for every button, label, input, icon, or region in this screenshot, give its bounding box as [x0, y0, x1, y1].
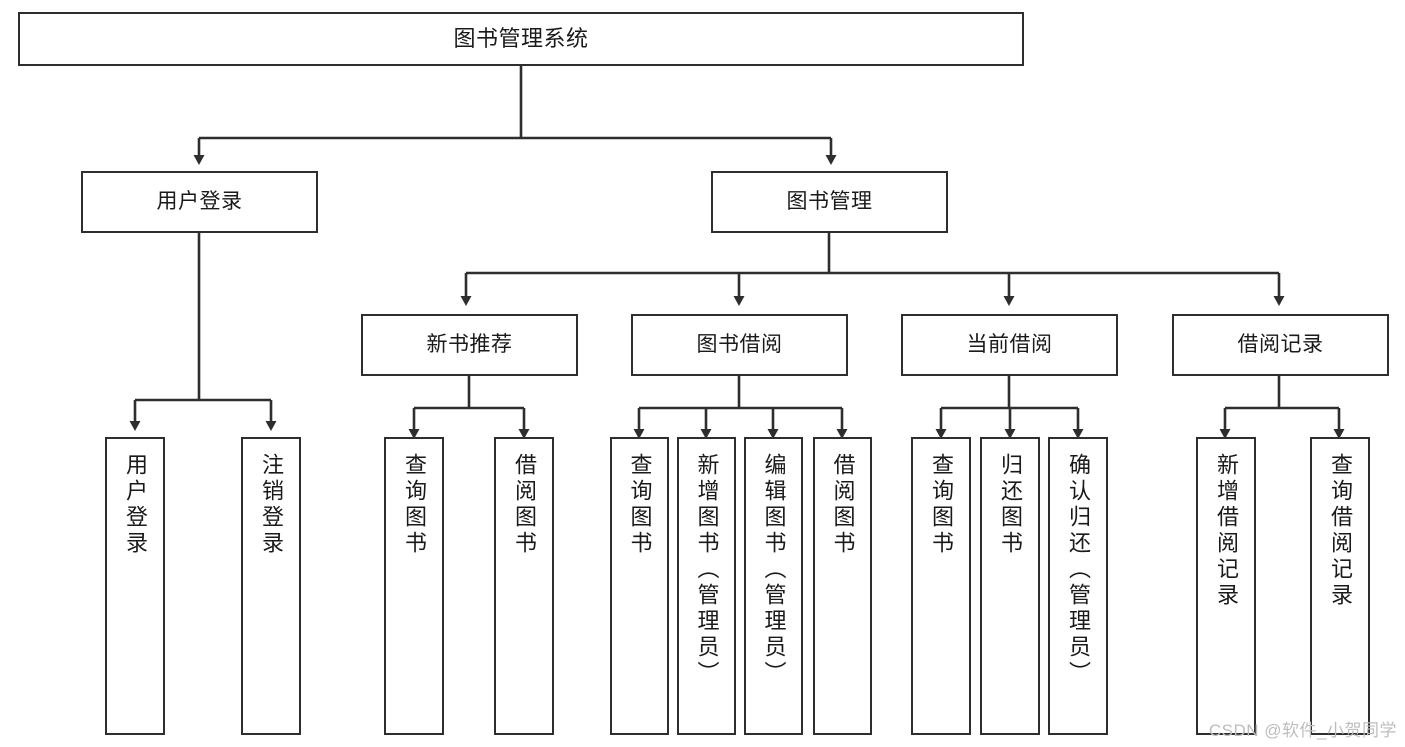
node-book-management[interactable]: 图书管理 [711, 171, 948, 233]
leaf-edit-book-admin[interactable]: 编辑图书（管理员） [744, 437, 803, 735]
node-current-borrow[interactable]: 当前借阅 [901, 314, 1118, 376]
node-label: 图书管理 [786, 189, 873, 213]
node-label: 新书推荐 [426, 332, 513, 356]
leaf-query-borrow-record[interactable]: 查询借阅记录 [1310, 437, 1370, 735]
leaf-user-login[interactable]: 用户登录 [105, 437, 165, 735]
node-label: 查询图书 [627, 453, 653, 557]
node-user-login[interactable]: 用户登录 [81, 171, 318, 233]
node-label: 归还图书 [998, 453, 1023, 557]
node-label: 新增图书（管理员） [694, 453, 720, 687]
node-label: 查询图书 [929, 453, 954, 557]
leaf-query-book-2[interactable]: 查询图书 [610, 437, 669, 735]
leaf-return-book[interactable]: 归还图书 [980, 437, 1040, 735]
node-label: 查询借阅记录 [1328, 453, 1353, 609]
node-book-borrow[interactable]: 图书借阅 [631, 314, 848, 376]
leaf-add-borrow-record[interactable]: 新增借阅记录 [1196, 437, 1256, 735]
node-borrow-record[interactable]: 借阅记录 [1172, 314, 1389, 376]
node-label: 借阅图书 [830, 453, 856, 557]
node-label: 编辑图书（管理员） [761, 453, 787, 687]
csdn-watermark: CSDN @软件_小贺同学 [1208, 721, 1397, 740]
node-label: 图书管理系统 [453, 26, 589, 52]
leaf-borrow-book-2[interactable]: 借阅图书 [813, 437, 872, 735]
leaf-confirm-return-admin[interactable]: 确认归还（管理员） [1048, 437, 1108, 735]
node-new-book-recommend[interactable]: 新书推荐 [361, 314, 578, 376]
node-label: 查询图书 [402, 453, 427, 557]
leaf-query-book-3[interactable]: 查询图书 [911, 437, 971, 735]
node-label: 用户登录 [123, 453, 148, 557]
leaf-query-book-1[interactable]: 查询图书 [384, 437, 444, 735]
leaf-borrow-book-1[interactable]: 借阅图书 [494, 437, 554, 735]
leaf-add-book-admin[interactable]: 新增图书（管理员） [677, 437, 736, 735]
node-label: 注销登录 [259, 453, 284, 557]
node-label: 当前借阅 [966, 332, 1053, 356]
node-label: 新增借阅记录 [1214, 453, 1239, 609]
node-label: 用户登录 [156, 189, 243, 213]
node-label: 图书借阅 [696, 332, 783, 356]
node-label: 确认归还（管理员） [1066, 453, 1091, 687]
node-label: 借阅图书 [512, 453, 537, 557]
node-label: 借阅记录 [1237, 332, 1324, 356]
node-root-system[interactable]: 图书管理系统 [18, 12, 1024, 66]
leaf-logout[interactable]: 注销登录 [241, 437, 301, 735]
